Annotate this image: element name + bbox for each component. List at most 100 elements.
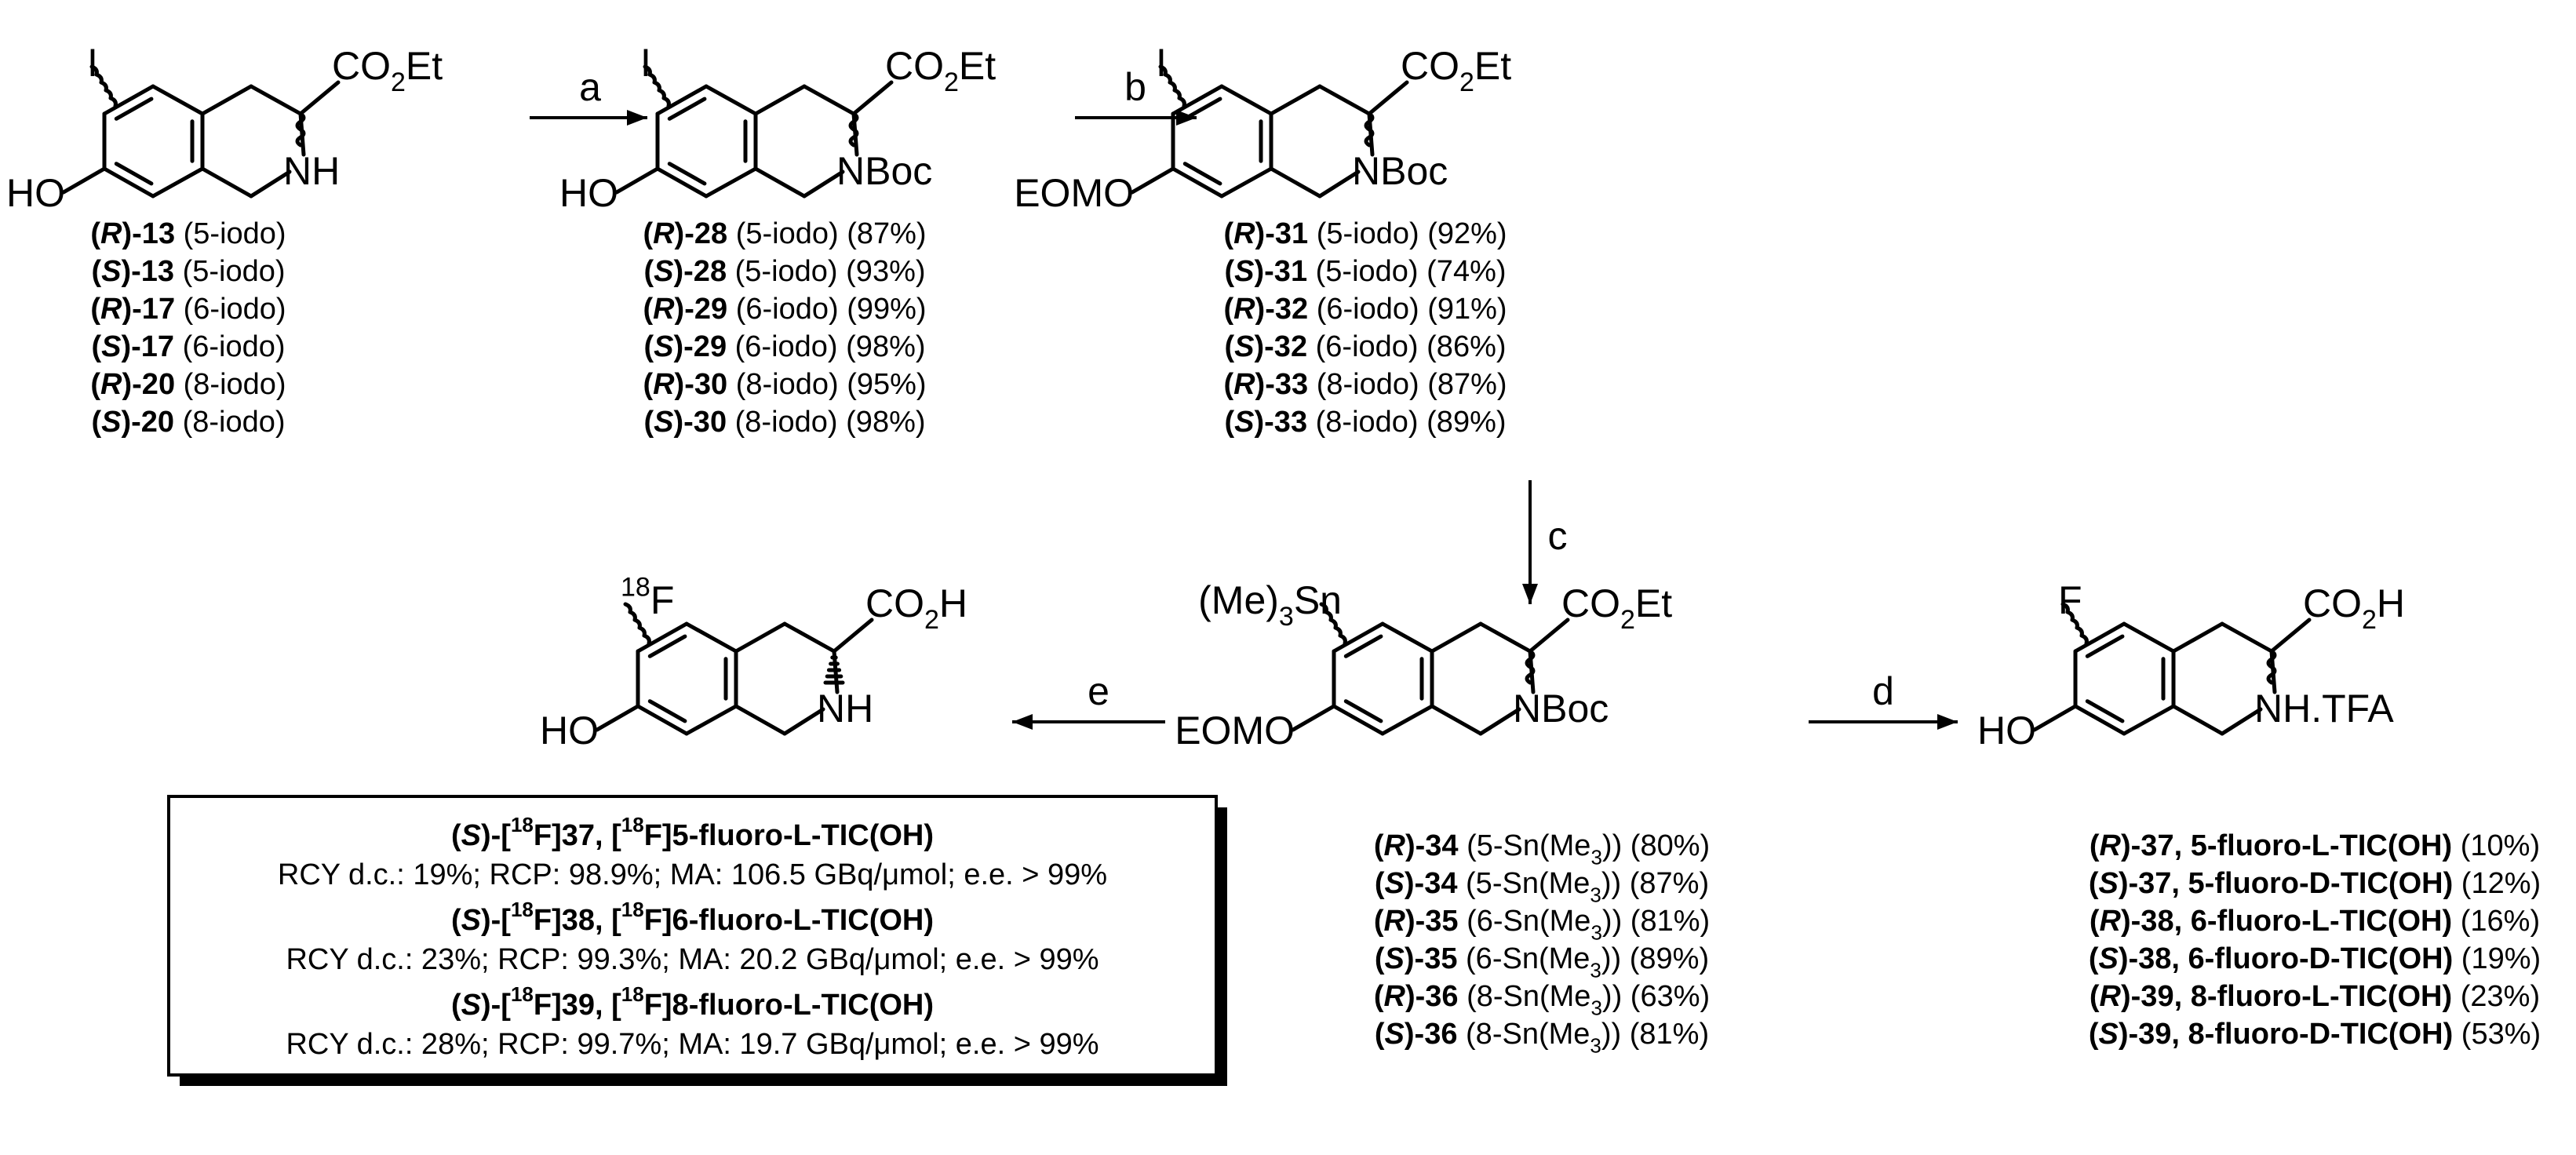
ring-substituent-bond xyxy=(643,64,671,108)
arrow-step-b-label: b xyxy=(1124,65,1146,109)
wavy-bond xyxy=(1525,649,1536,685)
wavy-bond xyxy=(848,111,859,148)
bond xyxy=(1317,169,1361,199)
compound-entry: (R)-17 (6-iodo) xyxy=(90,293,286,326)
bond xyxy=(2171,621,2224,654)
reaction-arrows xyxy=(530,110,1958,730)
bond xyxy=(1332,704,1385,736)
double-bond xyxy=(1182,97,1222,121)
s5-oxy-label: HO xyxy=(1977,709,2036,752)
wavy-bond xyxy=(295,111,306,148)
s2-oxy-label: HO xyxy=(559,171,618,215)
ring-substituent-bond xyxy=(1158,64,1186,108)
compound-entry: (R)-32 (6-iodo) (91%) xyxy=(1223,293,1507,326)
bond xyxy=(249,84,303,116)
compound-entry: (R)-33 (8-iodo) (87%) xyxy=(1223,368,1507,401)
bond xyxy=(1171,166,1224,199)
bond xyxy=(102,166,155,199)
wavy-bond xyxy=(2266,649,2277,685)
bond xyxy=(2073,704,2126,736)
s2-ester-label: CO2Et xyxy=(885,44,996,97)
bond xyxy=(2171,704,2224,736)
double-bond xyxy=(667,162,707,186)
s6-ester-label: CO2H xyxy=(865,581,967,635)
compound-entry: (S)-17 (6-iodo) xyxy=(91,330,285,363)
s5-substituent-label: F xyxy=(2058,578,2082,622)
s3-ester-label: CO2Et xyxy=(1401,44,1511,97)
bond xyxy=(1528,618,1570,654)
compound-entry: (S)-36 (8-Sn(Me3)) (81%) xyxy=(1375,1018,1709,1057)
bond xyxy=(1269,84,1322,116)
ring-substituent-bond xyxy=(89,64,118,108)
bond xyxy=(61,166,107,195)
bond xyxy=(2220,707,2263,736)
compound-entry: (R)-28 (5-iodo) (87%) xyxy=(643,217,926,250)
result-detail: RCY d.c.: 28%; RCP: 99.7%; MA: 19.7 GBq/… xyxy=(286,1028,1099,1061)
s3-substituent-label: I xyxy=(1156,41,1167,85)
bond xyxy=(684,704,738,736)
bond xyxy=(2220,621,2274,654)
arrow-step-b xyxy=(1075,110,1197,126)
bond xyxy=(102,84,155,116)
result-title: (S)-[18F]37, [18F]5-fluoro-L-TIC(OH) xyxy=(451,813,934,852)
compound-entry: (S)-28 (5-iodo) (93%) xyxy=(643,255,925,288)
compound-entry: (S)-20 (8-iodo) xyxy=(91,406,285,439)
bond xyxy=(1171,84,1224,116)
ring-substituent-bond xyxy=(623,602,651,646)
bond xyxy=(2269,618,2312,654)
s4-amine-label: NBoc xyxy=(1513,687,1609,731)
bond xyxy=(595,704,640,732)
s6-substituent-label: 18F xyxy=(621,573,674,623)
s1-ester-label: CO2Et xyxy=(332,44,443,97)
structure-bonds xyxy=(61,64,2312,736)
s3-amine-label: NBoc xyxy=(1352,149,1448,193)
bond xyxy=(636,704,689,736)
bond xyxy=(636,621,689,654)
bond xyxy=(851,80,894,116)
bond xyxy=(200,84,253,116)
s1-oxy-label: HO xyxy=(6,171,65,215)
results-box-frame xyxy=(167,795,1218,1077)
compound-list-list1: (R)-13 (5-iodo) (S)-13 (5-iodo) (R)-17 (6-… xyxy=(90,217,286,439)
compound-list-list4: (R)-34 (5-Sn(Me3)) (80%)(S)-34 (5-Sn(Me3… xyxy=(1374,829,1710,1057)
compound-entry: (R)-13 (5-iodo) xyxy=(90,217,286,250)
s4-ester-label: CO2Et xyxy=(1561,581,1672,635)
bond xyxy=(1478,707,1521,736)
bond xyxy=(1478,621,1532,654)
bond xyxy=(1430,621,1483,654)
double-bond xyxy=(647,699,687,723)
result-detail: RCY d.c.: 19%; RCP: 98.9%; MA: 106.5 GBq… xyxy=(278,858,1107,891)
s2-amine-label: NBoc xyxy=(836,149,932,193)
bond xyxy=(1380,621,1434,654)
compound-entry: (R)-38, 6-fluoro-L-TIC(OH) (16%) xyxy=(2090,905,2540,938)
compound-entry: (S)-29 (6-iodo) (98%) xyxy=(643,330,925,363)
ring-substituent-bond xyxy=(1319,602,1347,646)
bond xyxy=(614,166,660,195)
bond xyxy=(1317,84,1372,116)
bond xyxy=(1380,704,1434,736)
compound-entry: (S)-13 (5-iodo) xyxy=(91,255,285,288)
bond xyxy=(753,166,807,199)
compound-entry: (S)-37, 5-fluoro-D-TIC(OH) (12%) xyxy=(2089,867,2541,900)
bond xyxy=(704,84,758,116)
double-bond xyxy=(114,97,154,121)
bond xyxy=(1367,80,1409,116)
compound-entry: (S)-33 (8-iodo) (89%) xyxy=(1224,406,1506,439)
ring-substituent-bond xyxy=(2060,602,2089,646)
bond xyxy=(802,169,845,199)
double-bond xyxy=(1343,699,1383,723)
arrow-step-e xyxy=(1012,714,1165,730)
compound-entry: (R)-30 (8-iodo) (95%) xyxy=(643,368,926,401)
compound-entry: (R)-36 (8-Sn(Me3)) (63%) xyxy=(1374,980,1710,1019)
compound-list-list5: (R)-37, 5-fluoro-L-TIC(OH) (10%)(S)-37, … xyxy=(2089,829,2541,1051)
bond xyxy=(1130,166,1175,195)
s1-substituent-label: I xyxy=(87,41,98,85)
compound-entry: (R)-31 (5-iodo) (92%) xyxy=(1223,217,1507,250)
bond xyxy=(151,166,205,199)
compound-list-list2: (R)-28 (5-iodo) (87%) (S)-28 (5-iodo) (93… xyxy=(643,217,926,439)
double-bond xyxy=(2085,699,2125,723)
compound-entry: (S)-30 (8-iodo) (98%) xyxy=(643,406,925,439)
result-detail: RCY d.c.: 23%; RCP: 99.3%; MA: 20.2 GBq/… xyxy=(286,943,1099,976)
